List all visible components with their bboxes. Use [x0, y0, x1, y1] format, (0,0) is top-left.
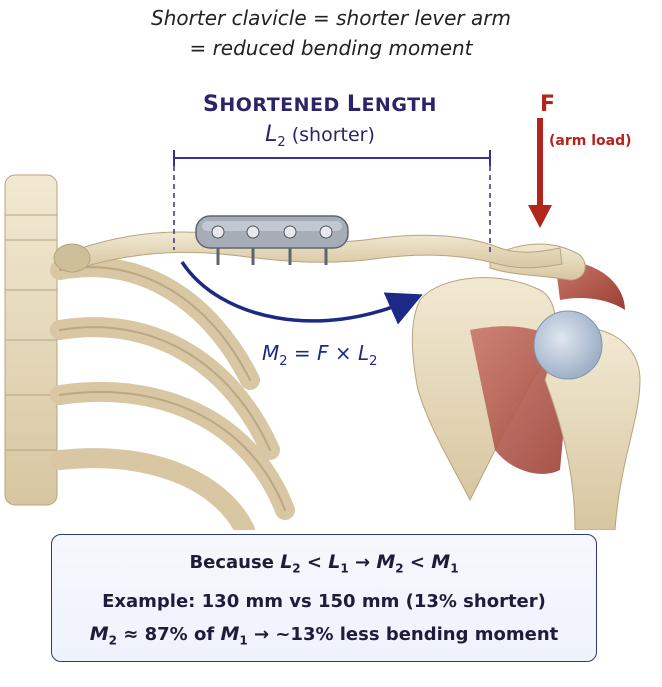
- humerus: [533, 310, 641, 530]
- headline-line-1: Shorter clavicle = shorter lever arm: [151, 6, 511, 30]
- screw: [283, 225, 297, 265]
- summary-line-example: Example: 130 mm vs 150 mm (13% shorter): [102, 591, 546, 612]
- length-dimension-line: [173, 150, 491, 252]
- rib-cage: [50, 257, 295, 530]
- screw: [319, 225, 333, 265]
- fixation-plate: [195, 215, 349, 265]
- spine: [4, 174, 58, 506]
- force-arrow: [528, 118, 552, 228]
- summary-line-result: M2 ≈ 87% of M1 → ~13% less bending momen…: [89, 623, 559, 648]
- summary-box: Because L2 < L1 → M2 < M1 Example: 130 m…: [51, 534, 597, 662]
- force-label: F: [540, 92, 556, 117]
- headline-line-2: = reduced bending moment: [189, 36, 473, 60]
- anatomy-illustration: [4, 118, 641, 530]
- moment-equation: M2 = F × L2: [262, 341, 378, 369]
- force-note: (arm load): [549, 133, 632, 149]
- moment-arrow: [180, 261, 423, 325]
- summary-line-inequality: Because L2 < L1 → M2 < M1: [189, 551, 459, 576]
- screw: [211, 225, 225, 265]
- shortened-length-title: SHORTENED LENGTH: [203, 92, 437, 117]
- length-symbol-label: L2 (shorter): [265, 122, 375, 150]
- screw: [246, 225, 260, 265]
